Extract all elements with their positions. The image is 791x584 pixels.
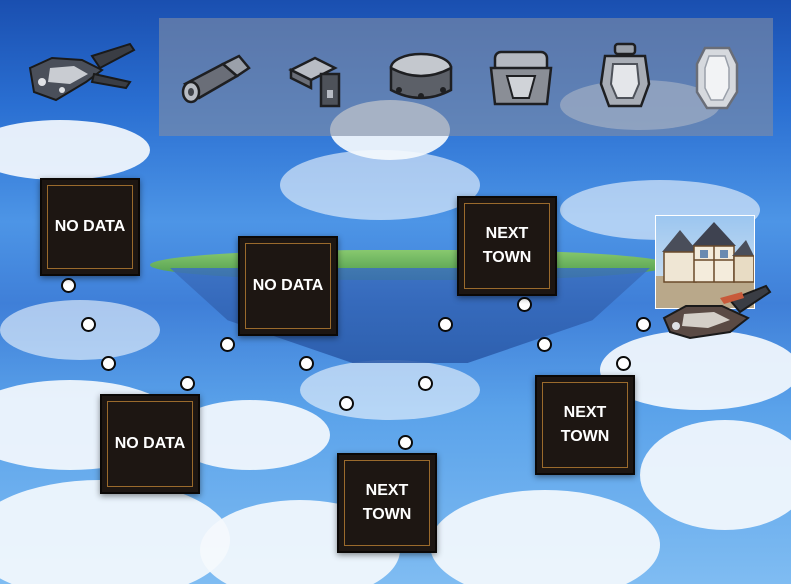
route-dot[interactable] (299, 356, 314, 371)
canister-icon (181, 54, 251, 104)
route-dot[interactable] (418, 376, 433, 391)
cloud (430, 490, 660, 584)
town-icon (656, 222, 754, 308)
crystal-icon (695, 46, 739, 110)
route-dot[interactable] (438, 317, 453, 332)
route-dot[interactable] (339, 396, 354, 411)
toolbar-slot-3[interactable] (383, 40, 459, 114)
armor-plate-icon (389, 52, 453, 100)
cloud (640, 420, 791, 530)
toolbar-slot-2[interactable] (281, 40, 357, 114)
map-node-next-town[interactable]: NEXT TOWN (337, 453, 437, 553)
airship-icon (662, 284, 772, 340)
lantern-icon (599, 42, 651, 108)
route-dot[interactable] (61, 278, 76, 293)
cuirass-icon (489, 50, 553, 106)
route-dot[interactable] (180, 376, 195, 391)
route-dot[interactable] (616, 356, 631, 371)
airship-icon (28, 42, 136, 102)
route-dot[interactable] (220, 337, 235, 352)
toolbar-slot-6[interactable] (679, 40, 755, 114)
node-label: NEXT TOWN (560, 404, 610, 445)
map-node-no-data[interactable]: NO DATA (238, 236, 338, 336)
cloud (0, 480, 230, 584)
route-dot[interactable] (517, 297, 532, 312)
route-dot[interactable] (537, 337, 552, 352)
route-dot[interactable] (81, 317, 96, 332)
toolbar-slot-5[interactable] (587, 40, 663, 114)
route-dot[interactable] (101, 356, 116, 371)
node-label: NEXT TOWN (482, 225, 532, 266)
node-label: NO DATA (252, 277, 324, 294)
route-dot[interactable] (636, 317, 651, 332)
map-node-next-town[interactable]: NEXT TOWN (535, 375, 635, 475)
toolbar-slot-4[interactable] (483, 40, 559, 114)
map-node-no-data[interactable]: NO DATA (40, 178, 140, 276)
node-label: NO DATA (54, 218, 126, 235)
node-label: NO DATA (114, 435, 186, 452)
cloud (280, 150, 480, 220)
toolbar-slot-1[interactable] (177, 40, 253, 114)
clamp-icon (288, 56, 341, 108)
equipment-toolbar (159, 18, 773, 136)
cloud (0, 300, 160, 360)
map-node-next-town[interactable]: NEXT TOWN (457, 196, 557, 296)
node-label: NEXT TOWN (362, 482, 412, 523)
route-dot[interactable] (398, 435, 413, 450)
cloud (0, 120, 150, 180)
map-node-no-data[interactable]: NO DATA (100, 394, 200, 494)
cloud (300, 360, 480, 420)
